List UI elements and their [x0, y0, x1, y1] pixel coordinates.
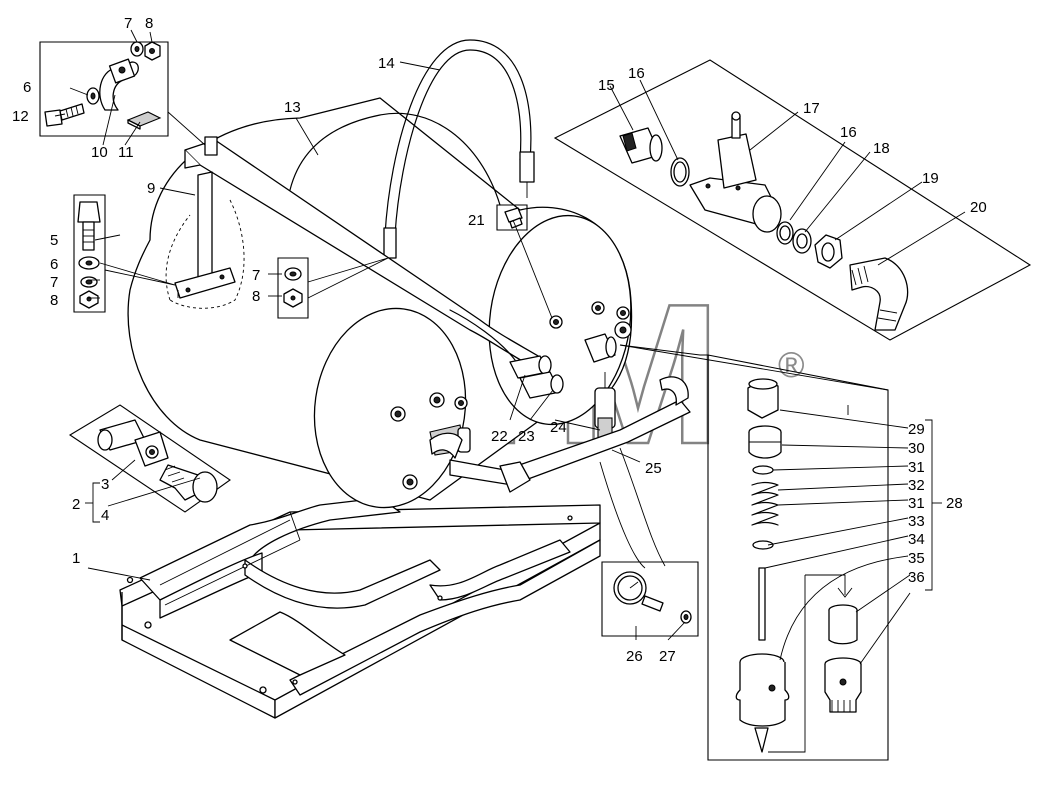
callout-31-lower: 31 [908, 495, 925, 512]
air-lines [429, 309, 691, 493]
callout-8-washer-nut: 8 [252, 288, 260, 305]
callout-31-upper: 31 [908, 459, 925, 476]
callout-16-lower: 16 [840, 124, 857, 141]
callout-14: 14 [378, 55, 395, 72]
callout-7-washer-nut: 7 [252, 267, 260, 284]
detail-plug [496, 204, 528, 231]
watermark-registered-mark: ® [778, 344, 805, 385]
callout-6-clamp: 6 [23, 79, 31, 96]
callout-28: 28 [946, 495, 963, 512]
callout-21: 21 [468, 212, 485, 229]
detail-washer-nut [277, 257, 309, 319]
detail-pressure-gauge [601, 561, 699, 637]
callout-24: 24 [550, 419, 567, 436]
callout-5: 5 [50, 232, 58, 249]
callout-15: 15 [598, 77, 615, 94]
callout-29: 29 [908, 421, 925, 438]
detail-drain-valve [68, 404, 231, 513]
callout-22: 22 [491, 428, 508, 445]
callout-11: 11 [118, 144, 134, 161]
callout-32: 32 [908, 477, 925, 494]
callout-33: 33 [908, 513, 925, 530]
callout-16-upper: 16 [628, 65, 645, 82]
callout-6-bolt-set: 6 [50, 256, 58, 273]
callout-12: 12 [12, 108, 29, 125]
detail-bolt-set [73, 194, 106, 313]
callout-7-clamp: 7 [124, 15, 132, 32]
callout-2: 2 [72, 496, 80, 513]
callout-27: 27 [659, 648, 676, 665]
tank-strap [383, 39, 535, 275]
detail-clamp-hardware [39, 41, 169, 137]
callout-10: 10 [91, 144, 108, 161]
callout-1: 1 [72, 550, 80, 567]
callout-23: 23 [518, 428, 535, 445]
mounting-rail-and-bracket [165, 136, 546, 369]
callout-18: 18 [873, 140, 890, 157]
callout-8-bolt-set: 8 [50, 292, 58, 309]
group-brackets [85, 419, 942, 591]
callout-19: 19 [922, 170, 939, 187]
callout-13: 13 [284, 99, 301, 116]
callout-26: 26 [626, 648, 643, 665]
callout-3: 3 [101, 476, 109, 493]
callout-8-clamp: 8 [145, 15, 153, 32]
detail-valve-kit [707, 354, 889, 761]
callout-25: 25 [645, 460, 662, 477]
callout-20: 20 [970, 199, 987, 216]
callout-36: 36 [908, 569, 925, 586]
callout-17: 17 [803, 100, 820, 117]
callout-4: 4 [101, 507, 109, 524]
callout-9: 9 [147, 180, 155, 197]
callout-35: 35 [908, 550, 925, 567]
leader-lines [54, 29, 966, 665]
callout-30: 30 [908, 440, 925, 457]
detail-pressure-regulator [553, 59, 1032, 341]
tank-cradle-frame [119, 497, 601, 719]
callout-7-bolt-set: 7 [50, 274, 58, 291]
callout-34: 34 [908, 531, 925, 548]
callout-labels: 1 2 3 4 5 6 7 8 6 7 8 9 10 11 12 13 14 7… [12, 15, 987, 665]
